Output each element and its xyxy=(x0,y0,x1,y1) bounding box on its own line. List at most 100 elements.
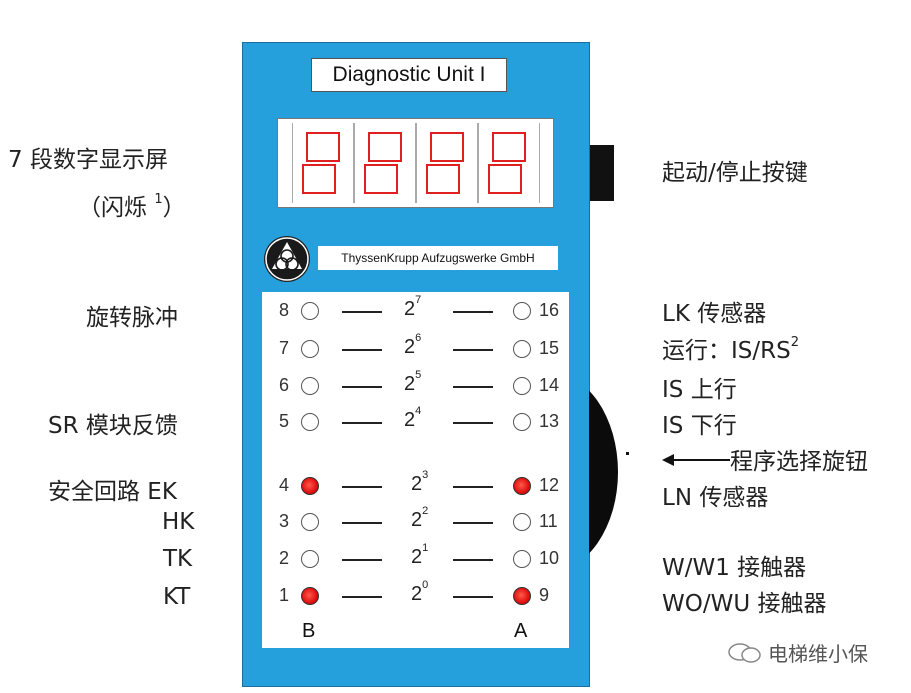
power-base: 2 xyxy=(404,373,416,395)
label-blink: （闪烁 1） xyxy=(78,192,186,221)
power-base: 2 xyxy=(404,336,416,358)
connector-line xyxy=(342,486,382,488)
display-digit xyxy=(478,123,540,203)
led-indicator-left xyxy=(301,513,319,531)
label-kt: KT xyxy=(163,584,191,610)
connector-line xyxy=(453,522,493,524)
connector-line xyxy=(453,486,493,488)
watermark: 电梯维小保 xyxy=(768,642,868,666)
label-run: 运行：IS/RS2 xyxy=(662,335,799,364)
power-base: 2 xyxy=(411,583,423,605)
led-number-right: 14 xyxy=(539,375,560,395)
label-program-knob: 程序选择旋钮 xyxy=(730,449,868,475)
connector-line xyxy=(453,386,493,388)
column-label-b: B xyxy=(302,620,316,642)
led-number-right: 15 xyxy=(539,338,560,358)
power-exponent: 6 xyxy=(415,332,422,345)
led-number-left: 7 xyxy=(279,338,290,358)
led-indicator-left xyxy=(301,302,319,320)
label-sr-feedback: SR 模块反馈 xyxy=(48,413,178,439)
segment-digit-icon xyxy=(364,132,402,194)
led-number-left: 5 xyxy=(279,411,290,431)
segment-digit-icon xyxy=(488,132,526,194)
led-number-left: 2 xyxy=(279,548,290,568)
start-stop-button[interactable] xyxy=(590,145,614,201)
led-indicator-left xyxy=(301,587,319,605)
led-number-right: 9 xyxy=(539,585,550,605)
power-of-two-label: 21 xyxy=(411,542,428,569)
label-ln: LN 传感器 xyxy=(662,485,769,511)
power-base: 2 xyxy=(411,546,423,568)
led-indicator-left xyxy=(301,377,319,395)
device-title: Diagnostic Unit I xyxy=(311,58,507,92)
power-exponent: 4 xyxy=(415,405,422,418)
led-number-right: 10 xyxy=(539,548,560,568)
wechat-icon xyxy=(727,642,763,664)
led-number-left: 6 xyxy=(279,375,290,395)
power-base: 2 xyxy=(404,409,416,431)
led-indicator-right xyxy=(513,477,531,495)
power-of-two-label: 22 xyxy=(411,505,428,532)
connector-line xyxy=(342,422,382,424)
power-base: 2 xyxy=(411,509,423,531)
connector-line xyxy=(342,559,382,561)
connector-line xyxy=(453,559,493,561)
label-tk: TK xyxy=(163,546,193,572)
arrow-left-icon xyxy=(662,452,732,471)
power-exponent: 1 xyxy=(422,542,429,555)
led-indicator-right xyxy=(513,302,531,320)
led-indicator-right xyxy=(513,340,531,358)
label-w-contactor: W/W1 接触器 xyxy=(662,555,807,581)
connector-line xyxy=(453,311,493,313)
seven-segment-display xyxy=(277,118,554,208)
segment-digit-icon xyxy=(426,132,464,194)
led-number-left: 8 xyxy=(279,300,290,320)
led-indicator-right xyxy=(513,513,531,531)
label-ek: 安全回路 EK xyxy=(48,479,177,505)
led-indicator-left xyxy=(301,413,319,431)
label-display: 7 段数字显示屏 xyxy=(8,147,168,173)
connector-line xyxy=(342,311,382,313)
display-digit xyxy=(416,123,478,203)
knob-indicator-icon xyxy=(626,452,629,455)
connector-line xyxy=(453,596,493,598)
connector-line xyxy=(342,349,382,351)
power-exponent: 0 xyxy=(422,579,429,592)
connector-line xyxy=(342,522,382,524)
thyssenkrupp-logo-icon xyxy=(264,236,310,282)
label-rotation-pulse: 旋转脉冲 xyxy=(86,305,178,331)
power-exponent: 2 xyxy=(422,505,429,518)
led-indicator-left xyxy=(301,340,319,358)
segment-digit-icon xyxy=(302,132,340,194)
device-right-edge xyxy=(569,292,589,686)
led-number-right: 12 xyxy=(539,475,560,495)
power-of-two-label: 27 xyxy=(404,294,421,321)
label-wo-contactor: WO/WU 接触器 xyxy=(662,591,827,617)
power-of-two-label: 24 xyxy=(404,405,421,432)
display-digit xyxy=(354,123,416,203)
led-number-left: 4 xyxy=(279,475,290,495)
display-digit xyxy=(292,123,354,203)
company-name: ThyssenKrupp Aufzugswerke GmbH xyxy=(318,246,558,270)
led-indicator-right xyxy=(513,413,531,431)
connector-line xyxy=(342,386,382,388)
label-is-down: IS 下行 xyxy=(662,413,737,439)
power-of-two-label: 20 xyxy=(411,579,428,606)
led-indicator-left xyxy=(301,477,319,495)
label-lk: LK 传感器 xyxy=(662,301,767,327)
label-start-stop: 起动/停止按键 xyxy=(662,160,808,186)
led-indicator-right xyxy=(513,550,531,568)
power-of-two-label: 26 xyxy=(404,332,421,359)
column-label-a: A xyxy=(514,620,528,642)
led-indicator-left xyxy=(301,550,319,568)
led-number-left: 3 xyxy=(279,511,290,531)
led-number-right: 13 xyxy=(539,411,560,431)
power-exponent: 5 xyxy=(415,369,422,382)
led-number-left: 1 xyxy=(279,585,290,605)
power-base: 2 xyxy=(404,298,416,320)
led-indicator-right xyxy=(513,587,531,605)
power-exponent: 7 xyxy=(415,294,422,307)
label-hk: HK xyxy=(162,509,195,535)
led-number-right: 16 xyxy=(539,300,560,320)
connector-line xyxy=(453,422,493,424)
